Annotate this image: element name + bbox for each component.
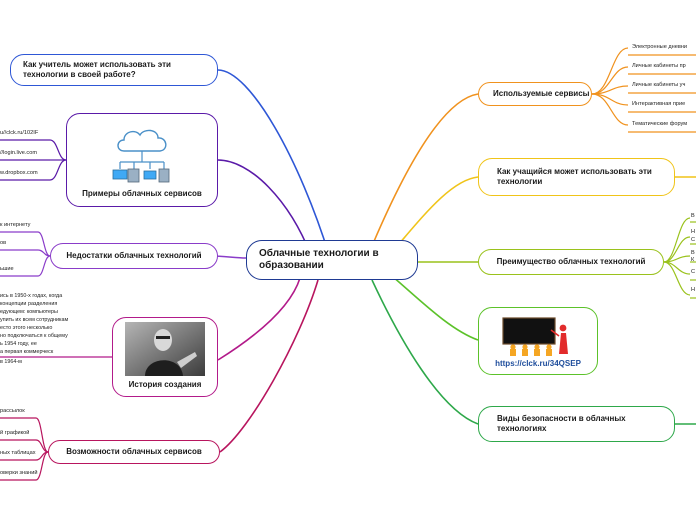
advantages-leaf[interactable]: Н: [691, 229, 696, 235]
history-text-line: концепции разделения: [0, 301, 58, 307]
examples-leaf[interactable]: //login.live.com: [0, 150, 37, 156]
history-text-line: есто этого несколько: [0, 325, 53, 331]
history-text-line: ись в 1950-х годах, когда: [0, 293, 63, 299]
advantages-leaf[interactable]: В: [691, 213, 695, 219]
capabilities-leaf[interactable]: рассылок: [0, 408, 25, 414]
edge-teacher: [217, 69, 331, 259]
history-text-line: в 1964-м: [0, 359, 22, 365]
examples-leaf[interactable]: w.dropbox.com: [0, 170, 38, 176]
advantages-leaf[interactable]: Н: [691, 287, 696, 293]
edge-services: [371, 93, 479, 247]
portrait-photo: [125, 322, 205, 376]
classroom-icon: [502, 317, 568, 356]
edge-examples: [217, 159, 313, 259]
branch-link[interactable]: https://clck.ru/34QSEP: [478, 307, 598, 375]
capabilities-leaf[interactable]: ных таблицах: [0, 450, 36, 456]
history-text-line: а первая коммерческ: [0, 349, 54, 355]
services-leaf[interactable]: Личные кабинеты пр: [632, 63, 686, 69]
history-text-line: ь 1954 году, ее: [0, 341, 37, 347]
branch-history[interactable]: История создания: [112, 317, 218, 397]
link-text: https://clck.ru/34QSEP: [495, 359, 581, 368]
branch-advantages[interactable]: Преимущество облачных технологий: [478, 249, 664, 275]
advantages-leaf[interactable]: В: [691, 250, 695, 256]
disadvantages-leaf[interactable]: ьшие: [0, 266, 14, 272]
edge-history: [217, 277, 301, 361]
examples-leaf[interactable]: u//clck.ru/102IF: [0, 130, 39, 136]
advantages-leaf[interactable]: К: [691, 257, 695, 263]
capabilities-leaf[interactable]: оверки знаний: [0, 470, 38, 476]
branch-examples[interactable]: Примеры облачных сервисов: [66, 113, 218, 207]
disadvantages-leaf[interactable]: ов: [0, 240, 7, 246]
services-leaf[interactable]: Тематические форум: [632, 121, 688, 127]
capabilities-leaf[interactable]: й графикой: [0, 430, 30, 436]
disadvantages-leaf[interactable]: к интернету: [0, 222, 31, 228]
edge-link: [391, 275, 479, 341]
central-topic-label: Облачные технологии в образовании: [259, 247, 379, 272]
history-text-line: но подключаться к общему: [0, 333, 68, 339]
advantages-leaf[interactable]: С: [691, 269, 696, 275]
branch-security[interactable]: Виды безопасности в облачных технологиях: [478, 406, 675, 442]
history-text-line: упить их всем сотрудникам: [0, 317, 69, 323]
cloud-network-icon: [112, 129, 170, 183]
services-leaf[interactable]: Интерактивная прие: [632, 101, 686, 107]
central-topic[interactable]: Облачные технологии в образовании: [246, 240, 418, 280]
branch-capabilities[interactable]: Возможности облачных сервисов: [48, 440, 220, 464]
edge-capabilities: [219, 279, 319, 453]
branch-services[interactable]: Используемые сервисы: [478, 82, 592, 106]
history-text-line: едующем: компьютеры: [0, 309, 58, 315]
services-leaf[interactable]: Личные кабинеты уч: [632, 82, 686, 88]
edge-security: [371, 279, 479, 425]
branch-disadvantages[interactable]: Недостатки облачных технологий: [50, 243, 218, 269]
branch-teacher[interactable]: Как учитель может использовать эти техно…: [10, 54, 218, 86]
advantages-leaf[interactable]: С: [691, 237, 696, 243]
services-leaf[interactable]: Электронные дневни: [632, 44, 688, 50]
branch-student[interactable]: Как учащийся может использовать эти техн…: [478, 158, 675, 196]
